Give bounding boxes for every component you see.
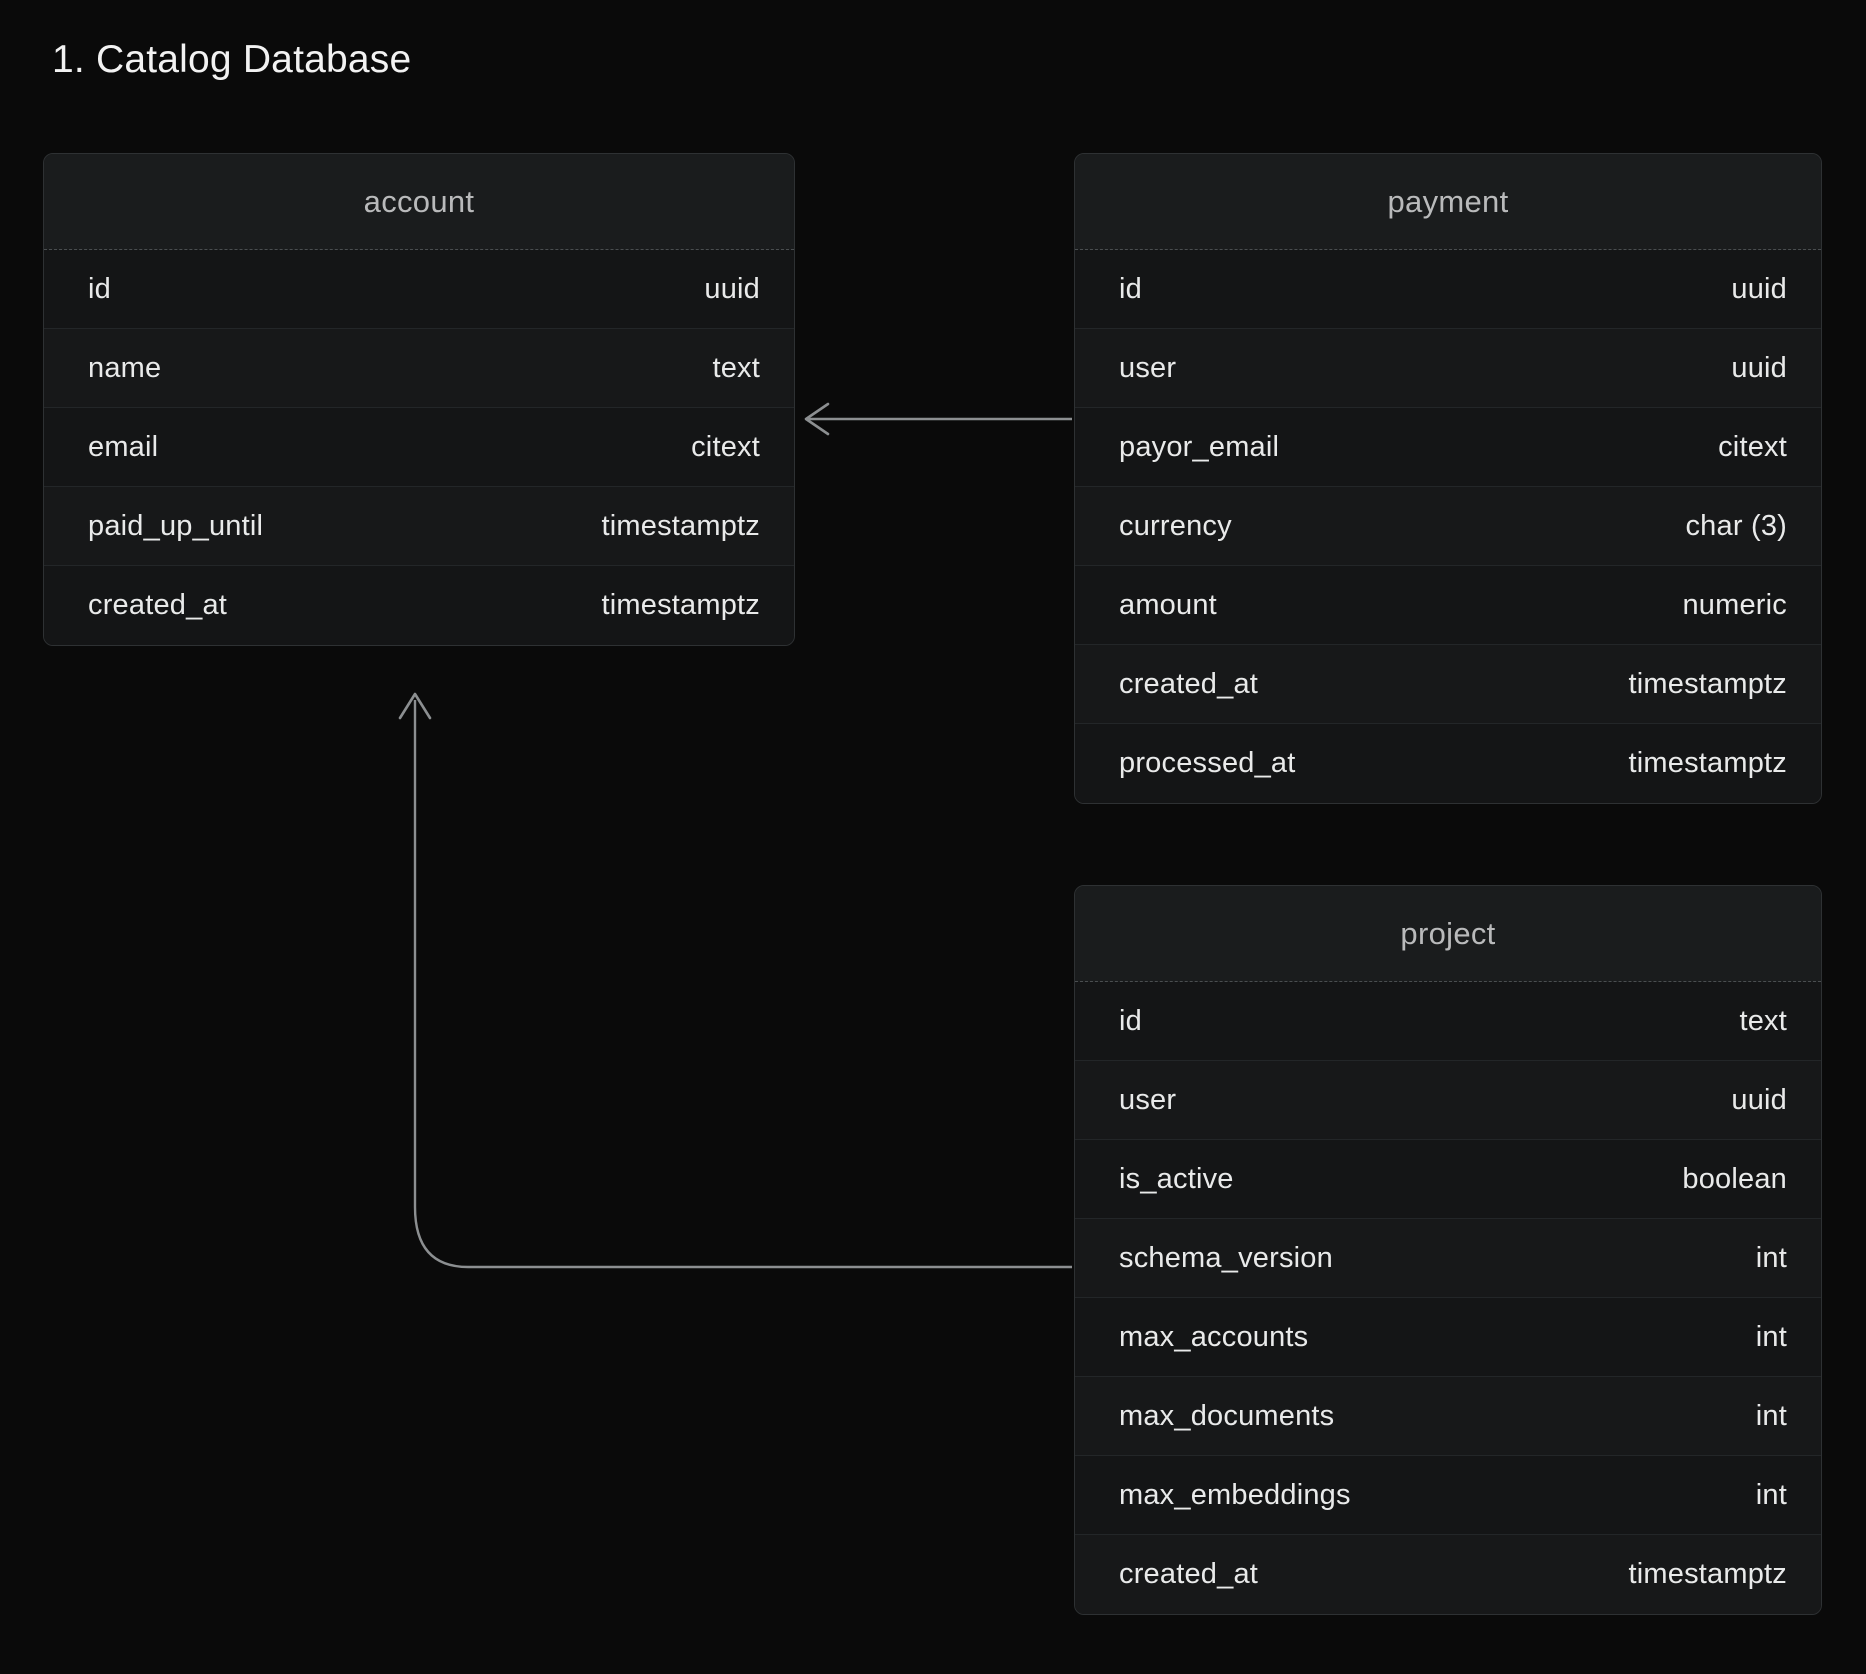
column-type: numeric: [1682, 589, 1787, 622]
table-row[interactable]: max_documents int: [1075, 1377, 1821, 1456]
column-type: uuid: [1731, 273, 1787, 306]
column-type: int: [1756, 1400, 1787, 1433]
er-table-header-payment: payment: [1075, 154, 1821, 250]
table-row[interactable]: id uuid: [1075, 250, 1821, 329]
column-type: char (3): [1685, 510, 1787, 543]
column-name: email: [88, 431, 158, 464]
column-name: paid_up_until: [88, 510, 263, 543]
table-row[interactable]: id text: [1075, 982, 1821, 1061]
er-table-project[interactable]: project id text user uuid is_active bool…: [1074, 885, 1822, 1615]
column-name: name: [88, 352, 161, 385]
er-table-header-project: project: [1075, 886, 1821, 982]
table-row[interactable]: payor_email citext: [1075, 408, 1821, 487]
column-type: timestamptz: [601, 589, 760, 622]
table-row[interactable]: user uuid: [1075, 329, 1821, 408]
er-table-title-project: project: [1400, 916, 1495, 952]
column-name: created_at: [1119, 668, 1258, 701]
column-name: id: [88, 273, 111, 306]
column-name: max_documents: [1119, 1400, 1334, 1433]
column-type: citext: [691, 431, 760, 464]
er-table-payment[interactable]: payment id uuid user uuid payor_email ci…: [1074, 153, 1822, 804]
column-name: created_at: [1119, 1558, 1258, 1591]
column-name: processed_at: [1119, 747, 1296, 780]
page-title: 1. Catalog Database: [52, 38, 411, 82]
er-rows-account: id uuid name text email citext paid_up_u…: [44, 250, 794, 645]
table-row[interactable]: name text: [44, 329, 794, 408]
column-type: int: [1756, 1479, 1787, 1512]
column-type: timestamptz: [1628, 747, 1787, 780]
table-row[interactable]: max_accounts int: [1075, 1298, 1821, 1377]
column-name: schema_version: [1119, 1242, 1333, 1275]
table-row[interactable]: user uuid: [1075, 1061, 1821, 1140]
table-row[interactable]: max_embeddings int: [1075, 1456, 1821, 1535]
er-table-title-payment: payment: [1388, 184, 1509, 220]
column-type: boolean: [1682, 1163, 1787, 1196]
column-name: currency: [1119, 510, 1232, 543]
column-name: created_at: [88, 589, 227, 622]
column-name: payor_email: [1119, 431, 1279, 464]
column-name: user: [1119, 352, 1176, 385]
er-rows-payment: id uuid user uuid payor_email citext cur…: [1075, 250, 1821, 803]
column-name: max_accounts: [1119, 1321, 1308, 1354]
table-row[interactable]: created_at timestamptz: [1075, 645, 1821, 724]
er-table-title-account: account: [364, 184, 475, 220]
table-row[interactable]: id uuid: [44, 250, 794, 329]
column-name: amount: [1119, 589, 1217, 622]
column-name: user: [1119, 1084, 1176, 1117]
table-row[interactable]: processed_at timestamptz: [1075, 724, 1821, 803]
table-row[interactable]: email citext: [44, 408, 794, 487]
column-type: text: [712, 352, 760, 385]
column-type: uuid: [1731, 1084, 1787, 1117]
column-name: id: [1119, 273, 1142, 306]
table-row[interactable]: is_active boolean: [1075, 1140, 1821, 1219]
column-name: max_embeddings: [1119, 1479, 1351, 1512]
column-type: uuid: [1731, 352, 1787, 385]
column-type: text: [1739, 1005, 1787, 1038]
er-rows-project: id text user uuid is_active boolean sche…: [1075, 982, 1821, 1614]
er-table-header-account: account: [44, 154, 794, 250]
connector-project-to-account: [400, 694, 1072, 1267]
er-table-account[interactable]: account id uuid name text email citext p…: [43, 153, 795, 646]
column-name: id: [1119, 1005, 1142, 1038]
column-type: timestamptz: [1628, 668, 1787, 701]
column-type: citext: [1718, 431, 1787, 464]
table-row[interactable]: amount numeric: [1075, 566, 1821, 645]
connector-payment-to-account: [806, 404, 1072, 434]
column-type: int: [1756, 1321, 1787, 1354]
column-type: timestamptz: [1628, 1558, 1787, 1591]
table-row[interactable]: currency char (3): [1075, 487, 1821, 566]
column-type: uuid: [704, 273, 760, 306]
table-row[interactable]: created_at timestamptz: [44, 566, 794, 645]
table-row[interactable]: schema_version int: [1075, 1219, 1821, 1298]
table-row[interactable]: paid_up_until timestamptz: [44, 487, 794, 566]
column-type: timestamptz: [601, 510, 760, 543]
column-type: int: [1756, 1242, 1787, 1275]
column-name: is_active: [1119, 1163, 1234, 1196]
table-row[interactable]: created_at timestamptz: [1075, 1535, 1821, 1614]
